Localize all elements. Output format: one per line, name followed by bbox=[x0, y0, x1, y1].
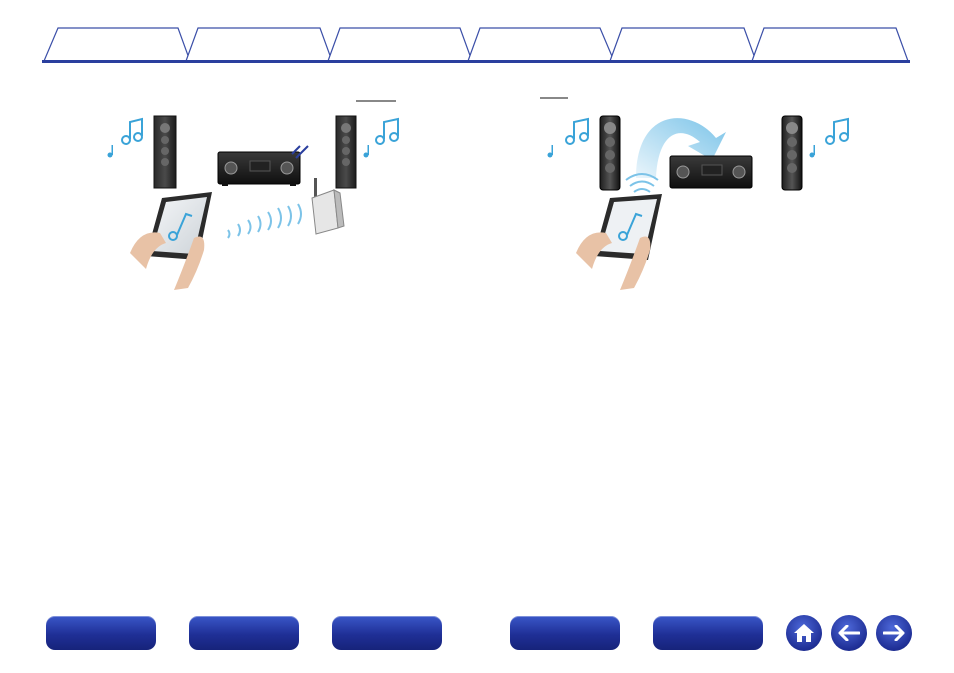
network-playback-illustration bbox=[107, 100, 399, 290]
tab-bar bbox=[0, 0, 954, 64]
direct-playback-illustration bbox=[540, 97, 849, 290]
wifi-signal-icon bbox=[291, 145, 309, 159]
hand-right bbox=[620, 236, 651, 290]
av-receiver bbox=[669, 155, 753, 189]
back-button[interactable] bbox=[831, 615, 867, 651]
music-note-icon bbox=[825, 117, 849, 145]
tab-6[interactable] bbox=[764, 32, 896, 56]
music-note-icon bbox=[565, 117, 589, 145]
music-note-icon bbox=[107, 145, 113, 158]
wifi-signal-icon bbox=[625, 173, 659, 193]
av-receiver bbox=[217, 151, 301, 186]
speaker-left bbox=[599, 115, 621, 191]
forward-button[interactable] bbox=[876, 615, 912, 651]
arrow-right-icon bbox=[883, 625, 905, 641]
hand-right bbox=[174, 236, 205, 290]
bottom-button-5[interactable] bbox=[653, 616, 763, 650]
bottom-button-3[interactable] bbox=[332, 616, 442, 650]
tab-outline bbox=[42, 27, 910, 63]
home-icon bbox=[794, 624, 814, 642]
arrow-left-icon bbox=[838, 625, 860, 641]
bottom-button-1[interactable] bbox=[46, 616, 156, 650]
tab-3[interactable] bbox=[340, 32, 460, 56]
music-note-icon bbox=[121, 117, 143, 145]
stream-arrow-icon bbox=[636, 118, 726, 178]
music-note-icon bbox=[547, 145, 553, 158]
wifi-waves-icon bbox=[227, 203, 302, 239]
speaker-left bbox=[153, 115, 177, 189]
bottom-button-2[interactable] bbox=[189, 616, 299, 650]
tab-2[interactable] bbox=[198, 32, 320, 56]
bottom-button-4[interactable] bbox=[510, 616, 620, 650]
speaker-right bbox=[781, 115, 803, 191]
tab-1[interactable] bbox=[58, 32, 178, 56]
tab-5[interactable] bbox=[622, 32, 744, 56]
speaker-right bbox=[335, 115, 357, 189]
tab-4[interactable] bbox=[480, 32, 600, 56]
music-note-icon bbox=[363, 145, 369, 158]
music-note-icon bbox=[809, 145, 815, 158]
home-button[interactable] bbox=[786, 615, 822, 651]
wireless-router bbox=[311, 178, 345, 235]
hand-left bbox=[130, 232, 166, 269]
music-note-icon bbox=[375, 117, 399, 145]
tablet-device bbox=[594, 194, 662, 260]
hand-left bbox=[576, 232, 612, 269]
